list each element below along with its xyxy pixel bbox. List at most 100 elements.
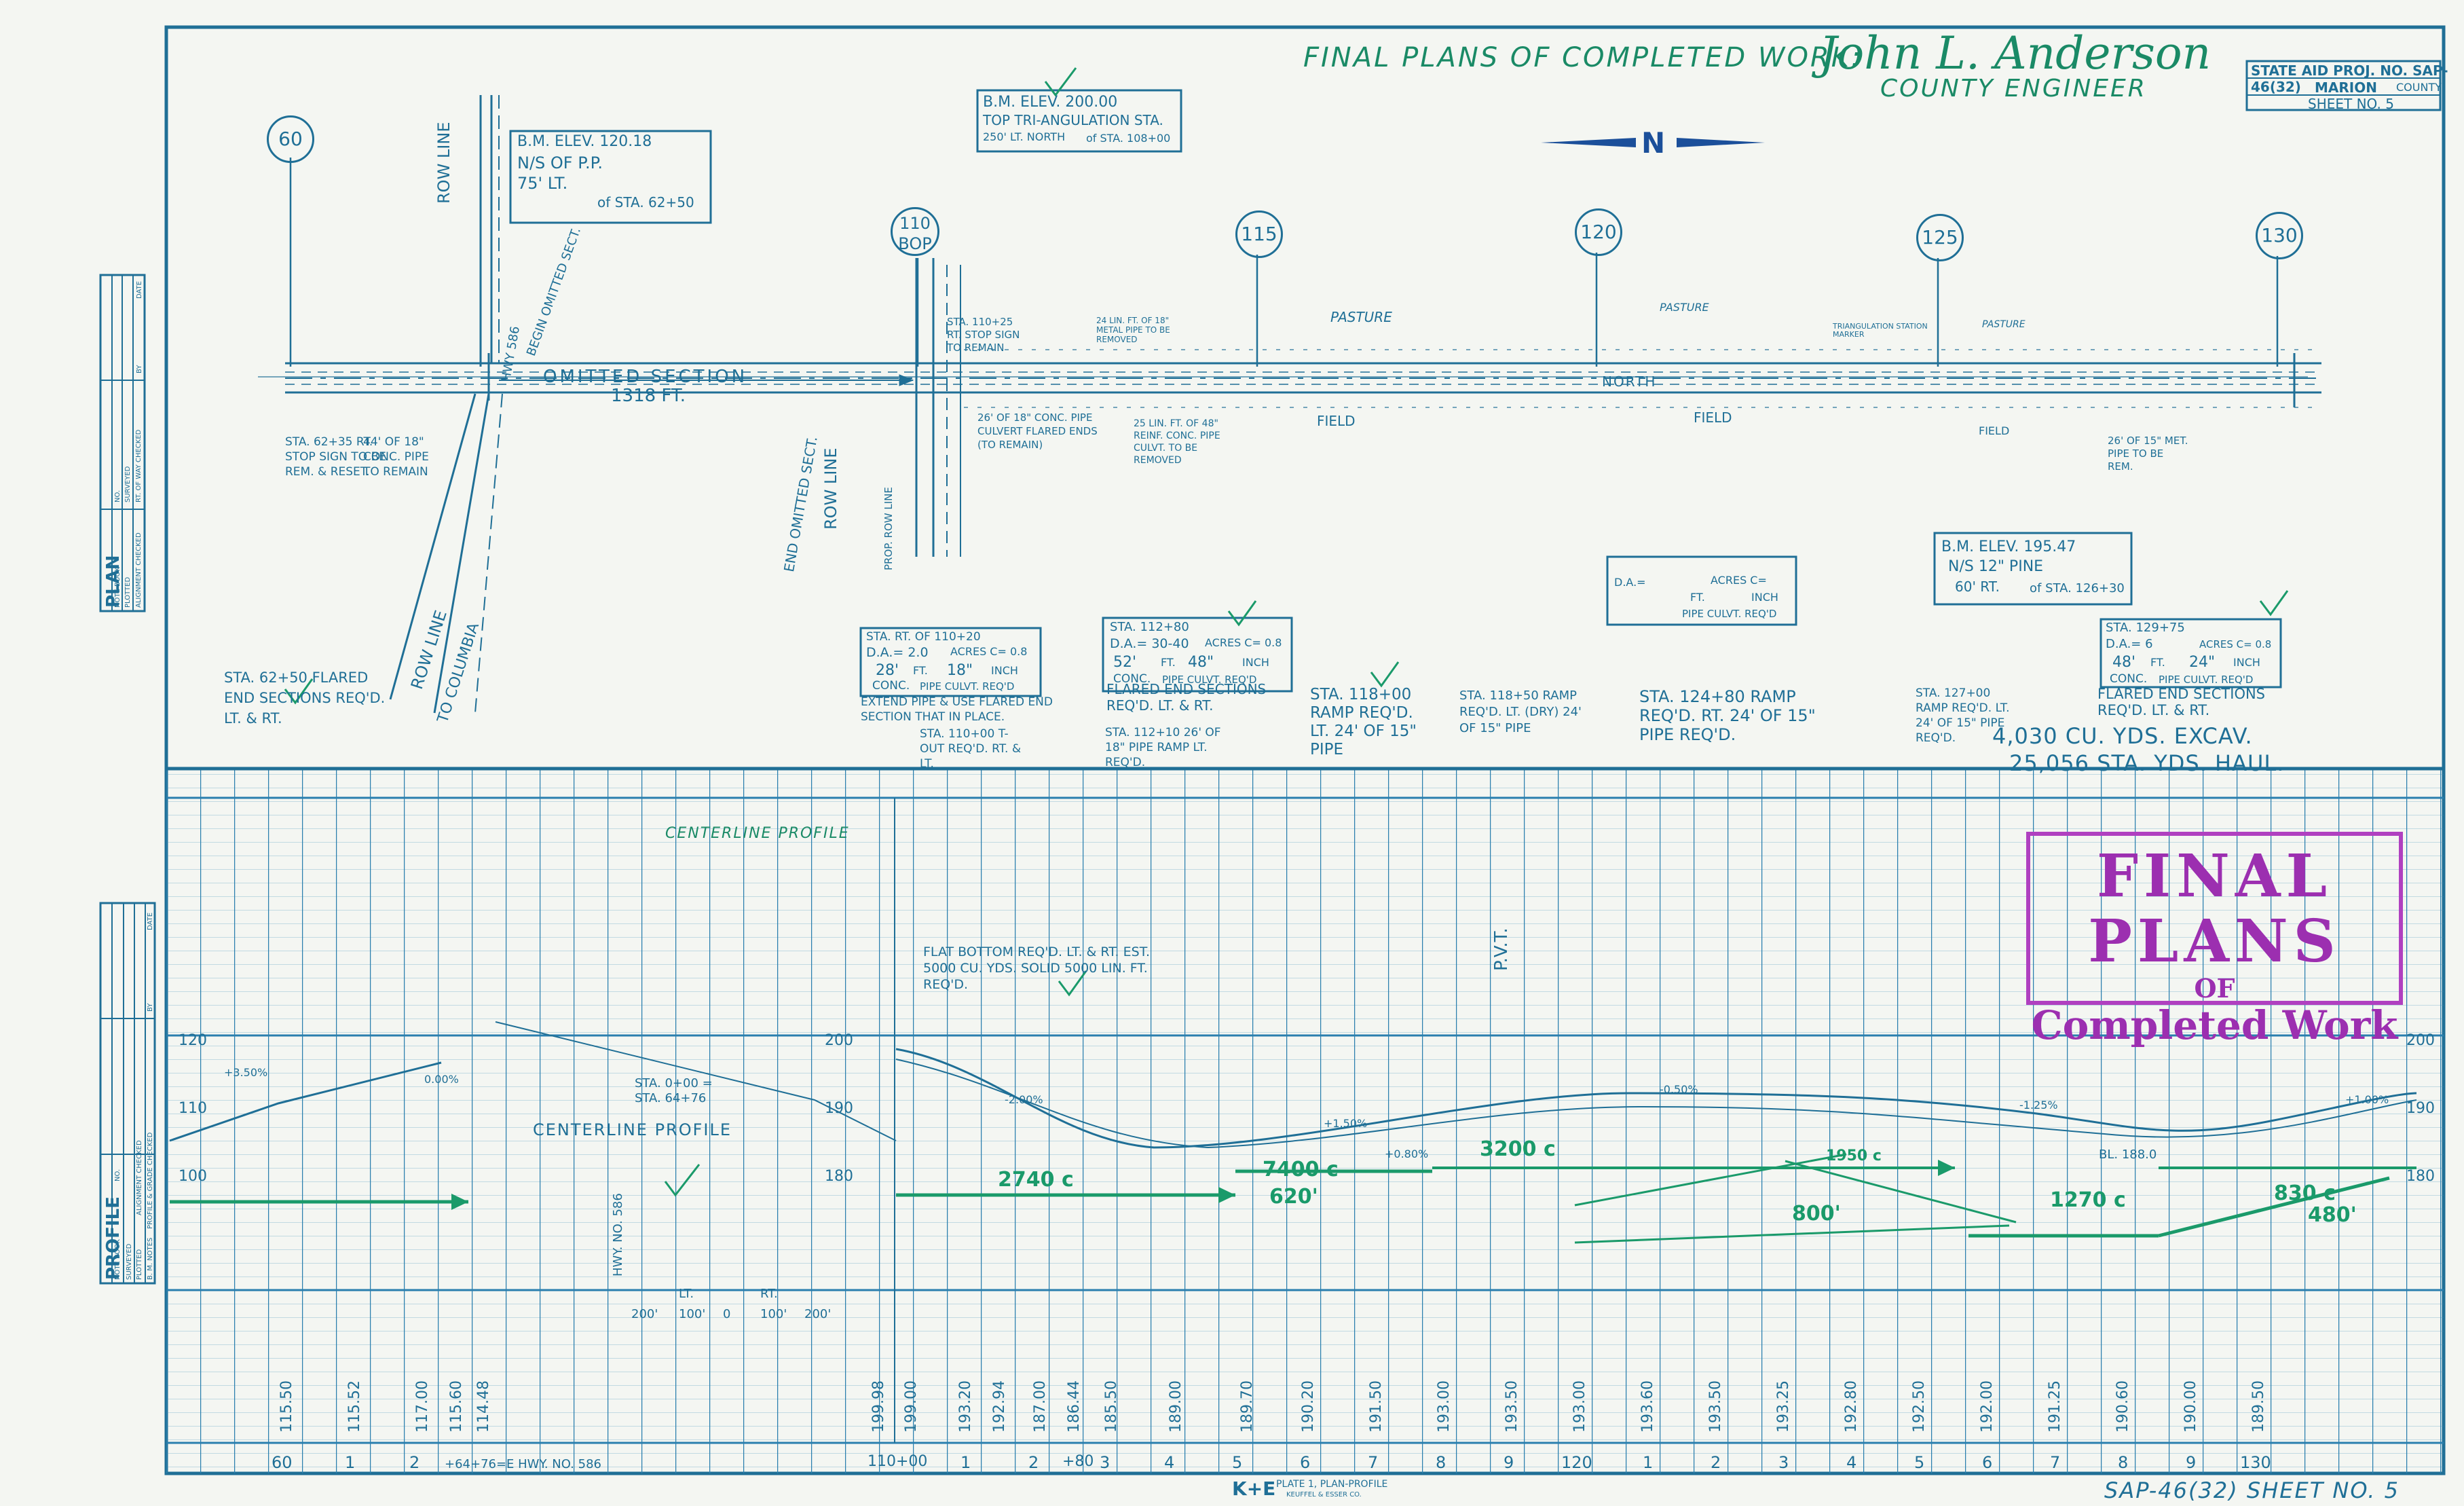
- bottom-sta-61: 1: [345, 1453, 356, 1472]
- profile-panel-field-2: PLOTTED: [136, 1249, 143, 1280]
- elevation-readout: 185.50: [1103, 1380, 1120, 1433]
- stamp-line-2: OF: [2194, 973, 2235, 1004]
- note-ramp-12480: STA. 124+80 RAMP REQ'D. RT. 24' OF 15" P…: [1639, 687, 1816, 744]
- bottom-sta-125: 5: [1914, 1453, 1925, 1472]
- bottom-sta-116: 6: [1300, 1453, 1311, 1472]
- culvert2-inch: INCH: [1242, 656, 1269, 669]
- culvert3-inch: INCH: [1751, 591, 1778, 604]
- label-pipe-remain: 44' OF 18" CONC. PIPE TO REMAIN: [363, 435, 429, 479]
- profile-offset-4: 200': [804, 1307, 832, 1321]
- profile-panel-field-6: NO.: [114, 1169, 122, 1181]
- culvert2-station: STA. 112+80: [1110, 620, 1189, 634]
- bottom-sta-hwy: +64+76=E HWY. NO. 586: [445, 1457, 601, 1471]
- elevation-readout: 193.20: [957, 1380, 974, 1433]
- culvert-box-3: [1606, 555, 1797, 626]
- station-circle-60: 60: [267, 115, 314, 163]
- bm2-desc: TOP TRI-ANGULATION STA.: [983, 112, 1163, 128]
- culvert2-type: CONC.: [1113, 672, 1151, 686]
- culvert4-acres: ACRES C= 0.8: [2199, 638, 2272, 650]
- culvert2-acres: ACRES C= 0.8: [1205, 636, 1282, 649]
- culvert4-station: STA. 129+75: [2106, 621, 2185, 635]
- profile-lines: [169, 1021, 2417, 1244]
- engineer-signature: John L. Anderson: [1819, 27, 2211, 79]
- station-circle-115: 115: [1235, 210, 1283, 258]
- length-2: 480': [2308, 1203, 2357, 1227]
- earthwork-4: 1270 c: [2050, 1188, 2126, 1212]
- station-circle-120: 120: [1575, 208, 1622, 256]
- elevation-readout: 193.60: [1639, 1380, 1656, 1433]
- elev-left-120: 120: [179, 1032, 207, 1049]
- label-field-3: FIELD: [1979, 424, 2010, 437]
- label-north-road: NORTH: [1602, 373, 1657, 390]
- culvert3-acres: ACRES C=: [1711, 574, 1767, 587]
- culvert2-da: D.A.= 30-40: [1110, 636, 1189, 651]
- bottom-sta-114: 4: [1164, 1453, 1175, 1472]
- elevation-readout: 190.20: [1300, 1380, 1317, 1433]
- elevation-readout: 189.00: [1168, 1380, 1184, 1433]
- culvert1-type: CONC.: [872, 679, 910, 693]
- profile-offset-2: 0: [723, 1307, 731, 1321]
- grade-7: +1.00%: [2345, 1093, 2389, 1106]
- culvert1-req: PIPE CULVT. REQ'D: [920, 680, 1015, 693]
- bottom-sta-60: 60: [272, 1453, 293, 1472]
- profile-centerline-label-2: CENTERLINE PROFILE: [533, 1120, 732, 1139]
- bm3-offset: 60' RT.: [1955, 578, 2000, 595]
- culvert3-ft: FT.: [1690, 591, 1705, 604]
- elevation-readout: 189.50: [2250, 1380, 2267, 1433]
- earthwork-2: 3200 c: [1480, 1137, 1556, 1161]
- culvert4-req: PIPE CULVT. REQ'D: [2159, 674, 2254, 686]
- note-flared-12975: FLARED END SECTIONS REQ'D. LT. & RT.: [2097, 686, 2266, 718]
- label-omitted-length: 1318 FT.: [611, 386, 686, 406]
- culvert4-length: 48': [2112, 654, 2136, 671]
- culvert2-ft: FT.: [1161, 656, 1176, 669]
- elevation-readout: 199.98: [870, 1380, 887, 1433]
- bottom-sta-130: 130: [2240, 1453, 2271, 1472]
- station-circle-130: 130: [2256, 212, 2303, 259]
- elevation-readout: 193.25: [1775, 1380, 1792, 1433]
- grade-2: -2.00%: [1005, 1093, 1043, 1106]
- bm1-desc: N/S OF P.P.: [517, 153, 603, 172]
- county-name: MARION: [2315, 79, 2377, 96]
- profile-panel-date: DATE: [147, 912, 154, 930]
- culvert1-acres: ACRES C= 0.8: [950, 645, 1028, 658]
- plan-panel-field-3: ALIGNMENT CHECKED: [135, 532, 143, 608]
- profile-offset-0: 200': [631, 1307, 658, 1321]
- label-row-line-1: ROW LINE: [434, 122, 453, 204]
- label-omitted-section: OMITTED SECTION: [543, 367, 748, 387]
- bm3-elev: B.M. ELEV. 195.47: [1941, 538, 2076, 555]
- stamp-line-3: Completed Work: [2031, 1002, 2398, 1048]
- elev-mid-200: 200: [825, 1032, 853, 1049]
- county-label: COUNTY: [2396, 81, 2442, 94]
- plan-panel-date: DATE: [136, 280, 143, 299]
- elev-right-180: 180: [2406, 1168, 2435, 1185]
- note-ramp-11800: STA. 118+00 RAMP REQ'D. LT. 24' OF 15" P…: [1310, 686, 1417, 758]
- culvert4-da: D.A.= 6: [2106, 637, 2153, 651]
- elev-left-100: 100: [179, 1168, 207, 1185]
- culvert3-da: D.A.=: [1614, 576, 1646, 589]
- elevation-readout: 115.52: [346, 1380, 363, 1433]
- elev-mid-190: 190: [825, 1100, 853, 1117]
- elevation-readout: 193.00: [1571, 1380, 1588, 1433]
- plan-panel-by: BY: [136, 365, 143, 373]
- station-leaders: [289, 158, 2279, 367]
- grade-0: +3.50%: [224, 1066, 268, 1079]
- station-circle-125: 125: [1916, 214, 1964, 261]
- elevation-readout: 192.50: [1911, 1380, 1928, 1433]
- elevation-readout: 189.70: [1239, 1380, 1256, 1433]
- label-sta-stop-sign: STA. 110+25 RT. STOP SIGN TO REMAIN: [947, 316, 1020, 354]
- elevation-readout: 192.00: [1979, 1380, 1996, 1433]
- length-0: 620': [1269, 1185, 1318, 1209]
- culvert1-inch: INCH: [991, 664, 1018, 677]
- bottom-sta-124: 4: [1846, 1453, 1857, 1472]
- profile-sta-equation: STA. 0+00 = STA. 64+76: [635, 1076, 713, 1105]
- bm3-station: of STA. 126+30: [2030, 581, 2125, 595]
- culvert4-inch: INCH: [2233, 656, 2260, 669]
- label-metal-pipe: 24 LIN. FT. OF 18" METAL PIPE TO BE REMO…: [1096, 316, 1170, 344]
- label-field-1: FIELD: [1317, 413, 1356, 429]
- grade-6: -1.25%: [2019, 1099, 2058, 1112]
- footer-sheet: SAP-46(32) SHEET NO. 5: [2104, 1477, 2400, 1503]
- note-sta-11210: STA. 112+10 26' OF 18" PIPE RAMP LT. REQ…: [1105, 726, 1221, 769]
- elevation-readout: 199.00: [903, 1380, 920, 1433]
- elevation-readout: 190.60: [2114, 1380, 2131, 1433]
